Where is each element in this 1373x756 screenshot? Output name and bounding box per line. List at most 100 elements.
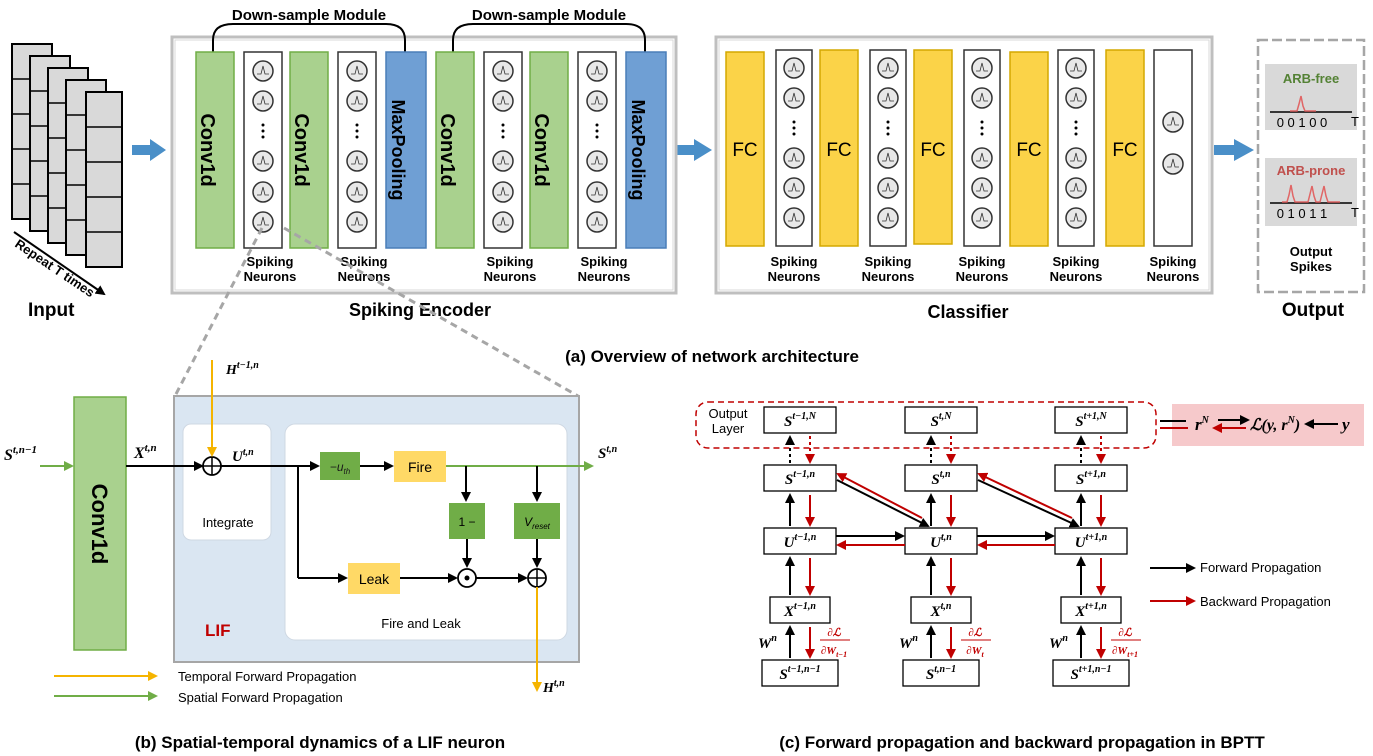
bptt-node [904, 464, 978, 492]
neuron-icon [783, 87, 805, 109]
encoder-spiking-labels: Spiking Neurons Spiking Neurons Spiking … [244, 254, 631, 284]
svg-text:∂Wt−1: ∂Wt−1 [821, 645, 847, 659]
input-spike-label: St,n−1 [4, 444, 37, 464]
caption-a: (a) Overview of network architecture [565, 347, 859, 366]
gradient-label: ∂ℒ [827, 627, 841, 639]
fc-label: FC [920, 140, 945, 161]
neuron-icon [1162, 153, 1184, 175]
neurons-label: Neurons [956, 269, 1009, 284]
neuron-icon [492, 90, 514, 112]
neuron-icon [783, 177, 805, 199]
fc-block [725, 51, 765, 247]
fire-box [394, 451, 446, 482]
neurons-label: Neurons [862, 269, 915, 284]
neuron-icon [346, 181, 368, 203]
svg-text:MaxPooling: MaxPooling [388, 99, 408, 200]
svg-text:Spiking: Spiking [581, 254, 628, 269]
neuron-icon [492, 211, 514, 233]
neuron-icon [252, 90, 274, 112]
weight-label: Wn [1049, 633, 1068, 652]
downsample-label-1: Down-sample Module [232, 7, 386, 24]
downsample-arc-2 [452, 23, 646, 52]
bptt-node [1054, 406, 1128, 434]
neuron-icon [252, 60, 274, 82]
bptt-node [910, 596, 972, 624]
s-out-label: St,n [598, 444, 618, 462]
neuron-icon [586, 150, 608, 172]
spiking-label: Spiking [959, 254, 1006, 269]
bptt-node [904, 406, 978, 434]
neuron-icon [783, 147, 805, 169]
bptt-node [763, 406, 837, 434]
bptt-edge [977, 479, 1080, 528]
neuron-icon [971, 147, 993, 169]
bptt-node [1052, 659, 1130, 687]
fc-block [913, 49, 953, 245]
fc-block [1105, 49, 1145, 247]
neuron-icon [1065, 57, 1087, 79]
svg-text:Conv1d: Conv1d [290, 113, 312, 186]
neuron-icon [346, 60, 368, 82]
neuron-icon [586, 60, 608, 82]
caption-c: (c) Forward propagation and backward pro… [779, 733, 1265, 752]
neuron-icon [346, 90, 368, 112]
conv1d-block-4: Conv1d [529, 51, 569, 249]
integrate-label: Integrate [202, 515, 253, 530]
svg-text:∂Wt+1: ∂Wt+1 [1112, 645, 1138, 659]
spiking-label: Spiking [1150, 254, 1197, 269]
fc-label: FC [1112, 140, 1137, 161]
weight-label: Wn [899, 633, 918, 652]
neuron-icon [252, 211, 274, 233]
neurons-label: Neurons [1050, 269, 1103, 284]
svg-text:MaxPooling: MaxPooling [628, 99, 648, 200]
fc-block [819, 49, 859, 247]
leak-box [348, 563, 400, 594]
output-label: Output [1282, 300, 1345, 321]
spiking-label: Spiking [1053, 254, 1100, 269]
bptt-node [1054, 464, 1128, 492]
neuron-icon [492, 181, 514, 203]
neuron-icon [1065, 87, 1087, 109]
svg-text:Neurons: Neurons [338, 269, 391, 284]
downsample-label-2: Down-sample Module [472, 7, 626, 24]
classifier-neuron-columns: SpikingNeuronsSpikingNeuronsSpikingNeuro… [768, 49, 1199, 284]
arrow-classifier-to-output [1214, 139, 1254, 161]
svg-text:Spiking: Spiking [487, 254, 534, 269]
fc-block [1009, 51, 1049, 247]
neuron-icon [346, 211, 368, 233]
integrate-box [182, 423, 272, 541]
fire-leak-label: Fire and Leak [381, 616, 461, 631]
lif-label: LIF [205, 621, 231, 640]
svg-text:Spiking: Spiking [247, 254, 294, 269]
neuron-icon [877, 207, 899, 229]
output-spikes-line2: Spikes [1290, 259, 1332, 274]
bptt-node [763, 464, 837, 492]
x-label: Xt,n [133, 442, 157, 462]
neuron-icon [971, 87, 993, 109]
neuron-icon [1065, 207, 1087, 229]
gradient-label: ∂ℒ [968, 627, 982, 639]
backward-legend-label: Backward Propagation [1200, 594, 1331, 609]
forward-legend-label: Forward Propagation [1200, 560, 1321, 575]
neuron-icon [492, 150, 514, 172]
neuron-icon [783, 207, 805, 229]
svg-text:Conv1d: Conv1d [87, 484, 112, 565]
neuron-column [1153, 49, 1193, 247]
temporal-legend-label: Temporal Forward Propagation [178, 669, 356, 684]
spatial-legend-label: Spatial Forward Propagation [178, 690, 343, 705]
encoder-label: Spiking Encoder [349, 300, 491, 320]
bptt-edge [836, 479, 930, 527]
arb-prone-panel: ARB-prone 0 1 0 1 1 T [1265, 158, 1359, 226]
h-out-label: Ht,n [542, 678, 565, 696]
input-stack [11, 43, 123, 268]
output-layer-region [695, 401, 1157, 449]
svg-text:Layer: Layer [712, 421, 745, 436]
fc-label: FC [1016, 140, 1041, 161]
neuron-icon [877, 57, 899, 79]
svg-text:Conv1d: Conv1d [436, 113, 458, 186]
bptt-edge [836, 473, 923, 519]
svg-text:y: y [1340, 415, 1350, 434]
neuron-icon [783, 57, 805, 79]
neurons-label: Neurons [768, 269, 821, 284]
